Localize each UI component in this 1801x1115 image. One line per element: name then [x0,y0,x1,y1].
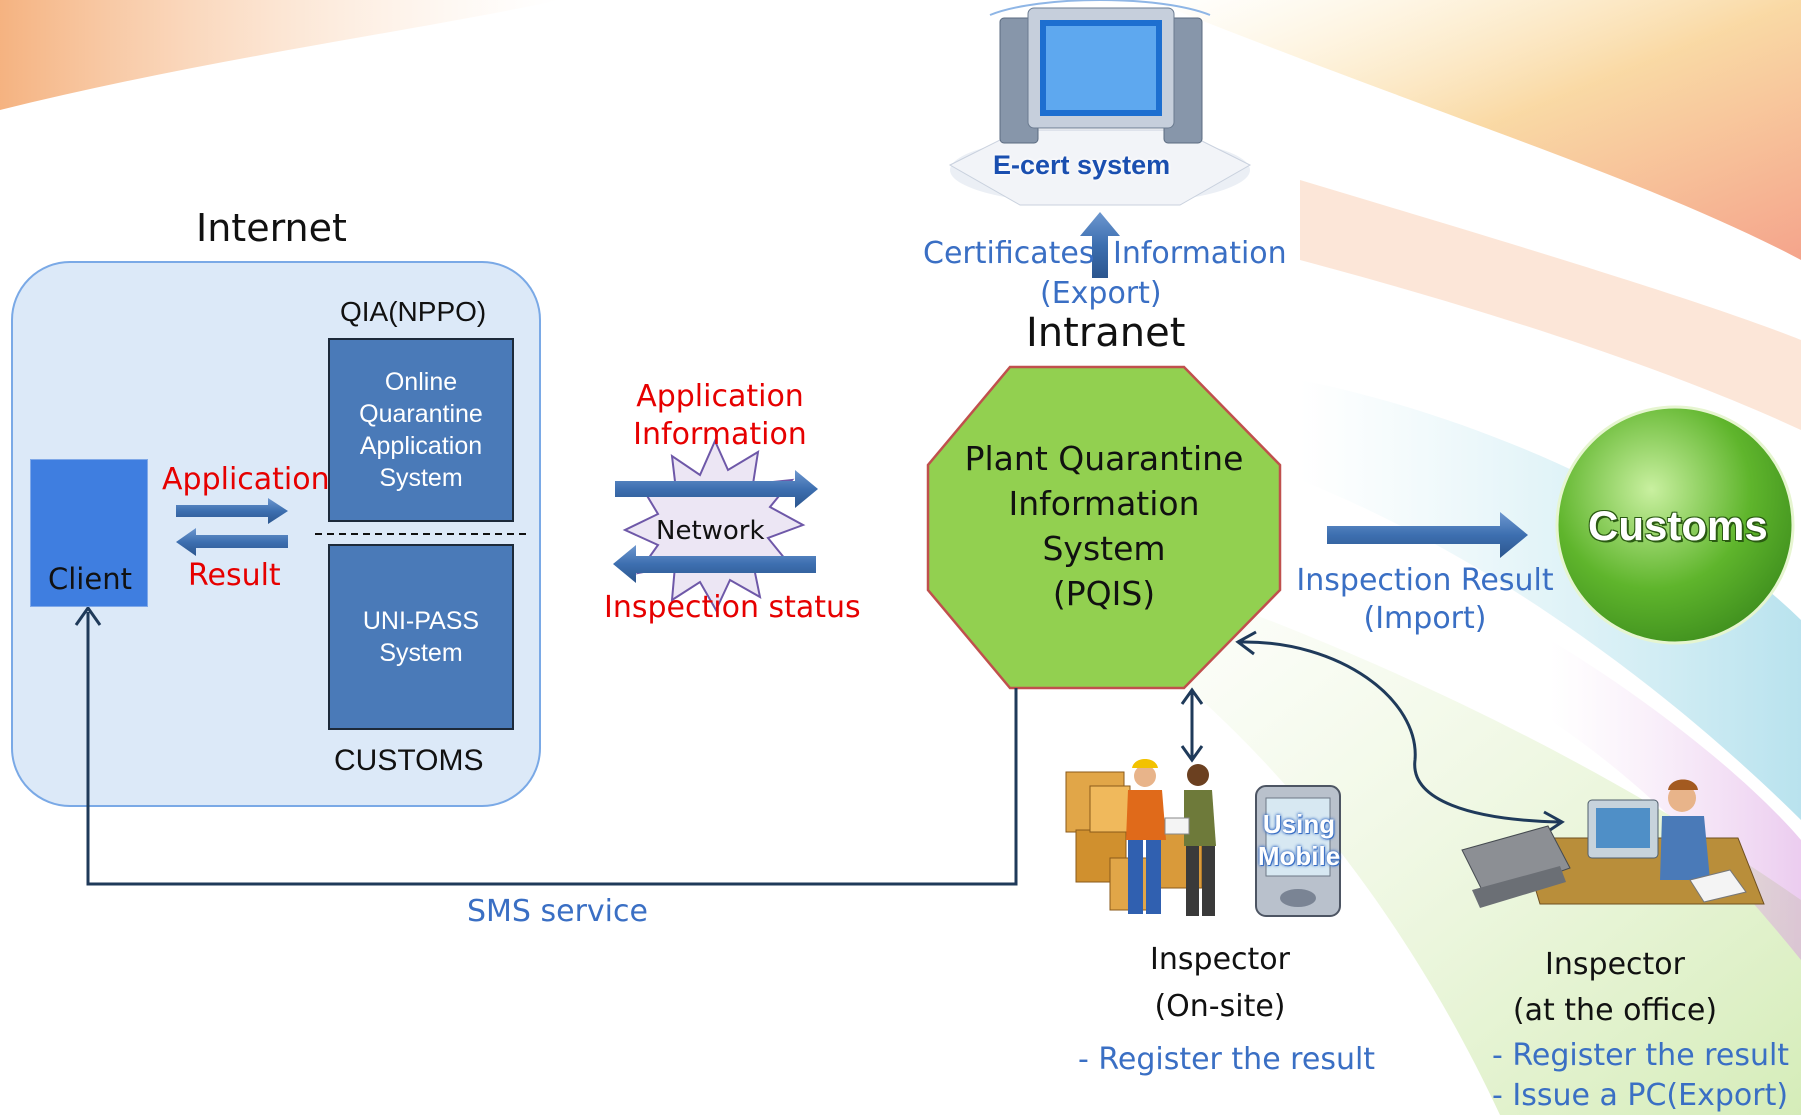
office-inspector-illustration [1461,779,1765,908]
inspection-status-label: Inspection status [604,590,861,625]
pqis-line-4: (PQIS) [1052,574,1156,613]
ecert-label[interactable]: E-cert system [993,150,1171,180]
customs-box-label: CUSTOMS [334,744,484,777]
internet-title: Internet [196,206,347,250]
unipass-box[interactable]: UNI-PASS System [328,544,514,730]
inspector-office-task-2: - Issue a PC(Export) [1492,1078,1789,1113]
application-label: Application [162,462,330,497]
export-label: (Export) [1040,276,1162,311]
inspection-status-arrow [613,545,816,583]
inspection-result-line-1: Inspection Result [1296,563,1554,598]
inspector-onsite-line-1: Inspector [1150,942,1290,977]
inspector-office-line-2: (at the office) [1512,993,1718,1028]
office-connector [1239,640,1561,824]
result-label: Result [188,558,281,593]
pda-icon [1255,785,1341,917]
client-label: Client [48,562,132,596]
application-arrow [176,498,288,524]
network-label: Network [656,516,765,546]
sms-label: SMS service [467,894,648,929]
inspection-result-label: Inspection Result (Import) [1290,562,1560,638]
onsite-inspector-illustration [1065,759,1216,916]
using-mobile-line-1: Using [1262,809,1336,839]
pqis-label[interactable]: Plant Quarantine Information System (PQI… [928,436,1280,616]
intranet-title: Intranet [1026,310,1186,356]
pqis-octagon [926,365,1282,690]
result-arrow [176,528,288,556]
using-mobile-label: Using Mobile [1250,808,1348,872]
pqis-line-3: System [1042,529,1166,568]
app-info-arrow [615,470,818,508]
application-information-label: Application Information [633,379,807,452]
customs-arrow [1327,512,1528,558]
qia-label: QIA(NPPO) [340,296,487,327]
sms-line [86,612,1018,886]
inspector-onsite-label: Inspector (On-site) [1100,936,1340,1030]
using-mobile-line-2: Mobile [1257,841,1341,871]
client-box[interactable] [30,459,148,607]
ecert-arrow [1080,212,1120,278]
ecert-server-icon [948,0,1252,206]
pqis-line-1: Plant Quarantine [964,439,1244,478]
information-label: Information [1113,236,1287,271]
inspector-office-task-1: - Register the result [1492,1038,1790,1073]
inspector-office-line-1: Inspector [1545,947,1685,982]
online-quarantine-box[interactable]: Online Quarantine Application System [328,338,514,522]
customs-circle-label[interactable]: Customs [1588,502,1768,549]
inspector-onsite-line-2: (On-site) [1154,989,1286,1024]
pqis-line-2: Information [1008,484,1200,523]
inspector-onsite-task: - Register the result [1078,1042,1376,1077]
certificates-label: Certificates [923,236,1095,271]
inspection-result-line-2: (Import) [1363,601,1487,636]
customs-circle [1555,405,1795,645]
inspector-office-label: Inspector (at the office) [1490,942,1740,1034]
